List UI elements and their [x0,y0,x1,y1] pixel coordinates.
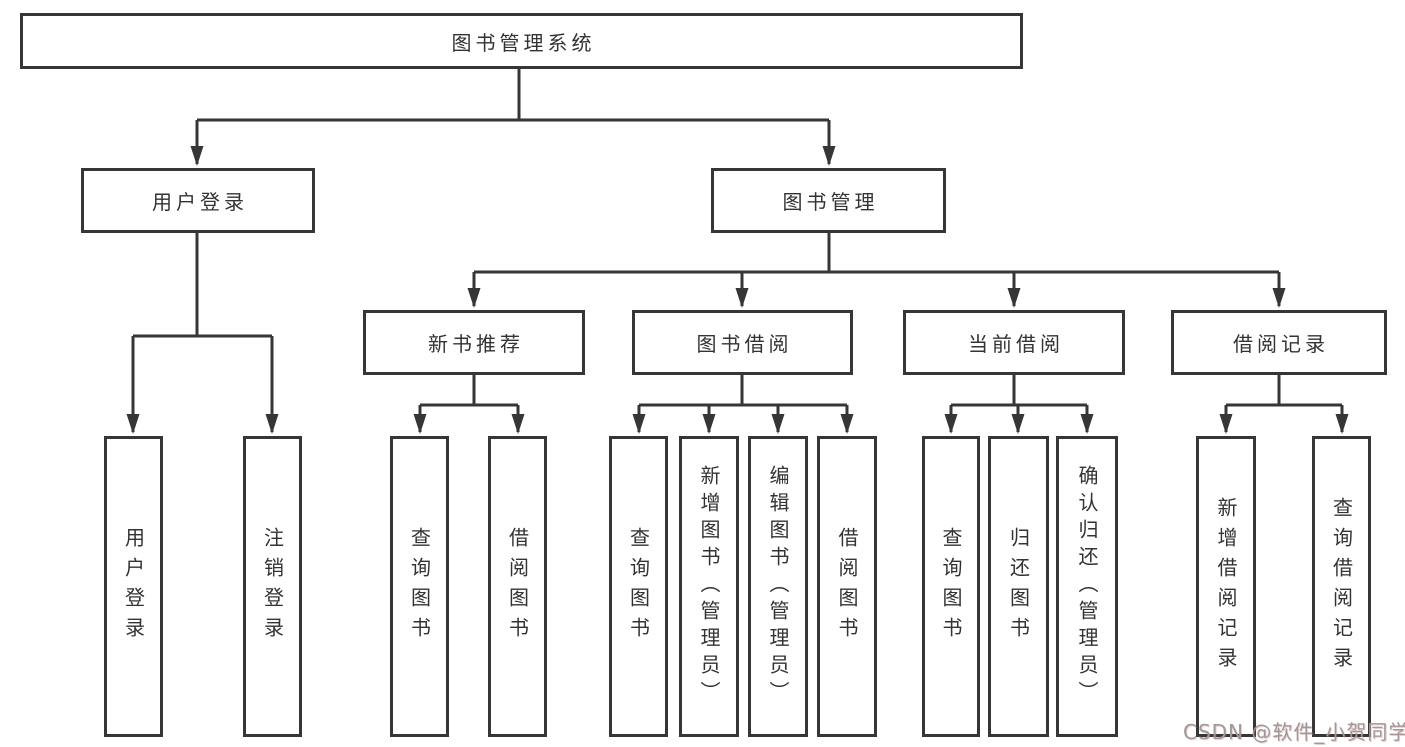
leaf-edit-book-admin: 编辑图书（管理员） [748,436,808,737]
node-book-borrowing: 图书借阅 [632,310,853,375]
node-borrowing-records: 借阅记录 [1171,310,1387,375]
node-current-borrowing: 当前借阅 [903,310,1125,375]
node-user-login: 用户登录 [81,168,315,233]
node-book-management: 图书管理 [711,168,946,233]
leaf-borrow-books-recommend: 借阅图书 [488,436,547,737]
leaf-borrow-books: 借阅图书 [817,436,877,737]
node-library-management-system: 图书管理系统 [20,13,1023,69]
node-new-book-recommendation: 新书推荐 [363,310,585,375]
leaf-return-book: 归还图书 [988,436,1049,737]
leaf-add-book-admin: 新增图书（管理员） [679,436,739,737]
leaf-query-books-borrow: 查询图书 [609,436,668,737]
csdn-watermark: CSDN @软件_小贺同学 [1183,720,1405,744]
leaf-logout: 注销登录 [243,436,302,737]
leaf-query-books-recommend: 查询图书 [390,436,449,737]
leaf-user-login: 用户登录 [104,436,163,737]
leaf-confirm-return-admin: 确认归还（管理员） [1056,436,1118,737]
leaf-query-books-current: 查询图书 [922,436,980,737]
leaf-query-borrow-record: 查询借阅记录 [1312,436,1371,737]
leaf-add-borrow-record: 新增借阅记录 [1196,436,1256,737]
